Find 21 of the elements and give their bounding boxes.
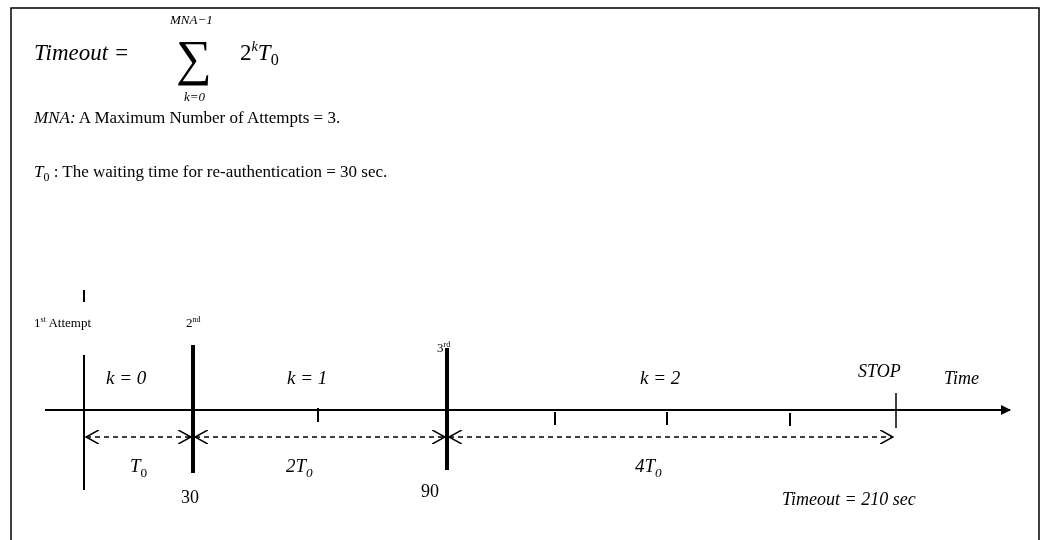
duration-label: 4T$_{0}$ [635,455,662,481]
duration-label: 2T$_{0}$ [286,455,313,481]
definition-text: T$_{0}$ : The waiting time for re-authentication = 30 sec. [34,162,388,186]
attempt-label: 1$^{st}$ Attempt [34,315,91,332]
formula-text: Timeout = [34,40,130,67]
sum-upper-limit: MNA−1 [170,13,213,28]
duration-label: T$_{0}$ [130,455,148,481]
time-value: 90 [421,481,439,502]
attempt-label: 2$^{nd}$ [186,315,201,332]
interval-label: k = 2 [640,367,681,389]
sum-symbol: ∑ [176,30,212,88]
definition-text: MNA: A Maximum Number of Attempts = 3. [34,108,341,128]
sum-lower-limit: k=0 [184,90,206,105]
interval-label: k = 0 [106,367,147,389]
stop-label: STOP [858,361,901,382]
formula-term: 2$^{k}$T$_{0}$ [240,38,279,70]
time-value: 30 [181,487,199,508]
interval-label: k = 1 [287,367,328,389]
attempt-label: 3$^{rd}$ [437,340,451,357]
axis-label: Time [944,368,979,389]
timeout-label: Timeout = 210 sec [782,489,916,510]
